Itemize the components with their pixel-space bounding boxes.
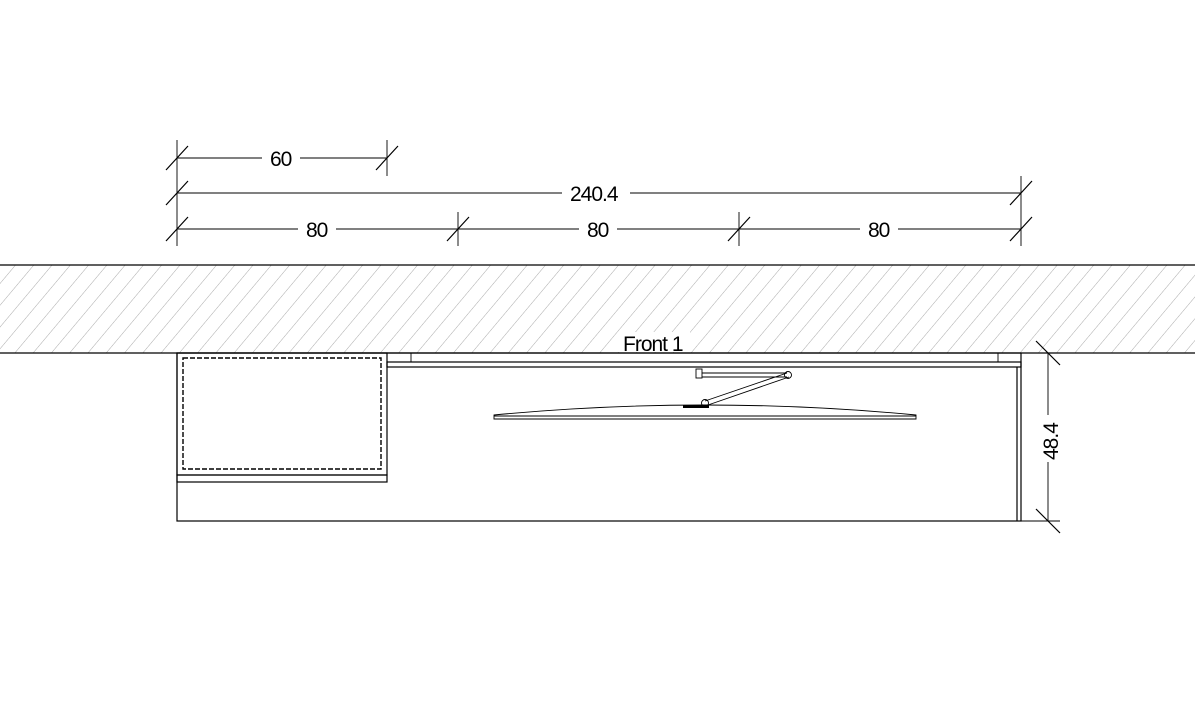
side-cabinet <box>176 352 388 483</box>
tv-cabinet <box>176 352 1022 522</box>
dimension-label: 80 <box>587 219 609 242</box>
wall-label: Front 1 <box>623 333 683 356</box>
dimension-label: 80 <box>306 219 328 242</box>
dimension-label: 60 <box>270 148 292 171</box>
shelf-rail <box>386 353 1022 368</box>
dimension-label: 80 <box>868 219 890 242</box>
dimension-overall: 240.4 <box>165 180 1033 206</box>
wall-section <box>0 264 1195 354</box>
television <box>493 404 917 420</box>
wall-mount-arm <box>695 368 792 407</box>
dimension-depth: 48.4 <box>1021 340 1063 534</box>
dimension-60: 60 <box>165 145 399 171</box>
dimension-label: 240.4 <box>570 183 619 206</box>
dimension-segments: 80 80 80 <box>165 216 1033 242</box>
dimension-label: 48.4 <box>1040 422 1063 460</box>
